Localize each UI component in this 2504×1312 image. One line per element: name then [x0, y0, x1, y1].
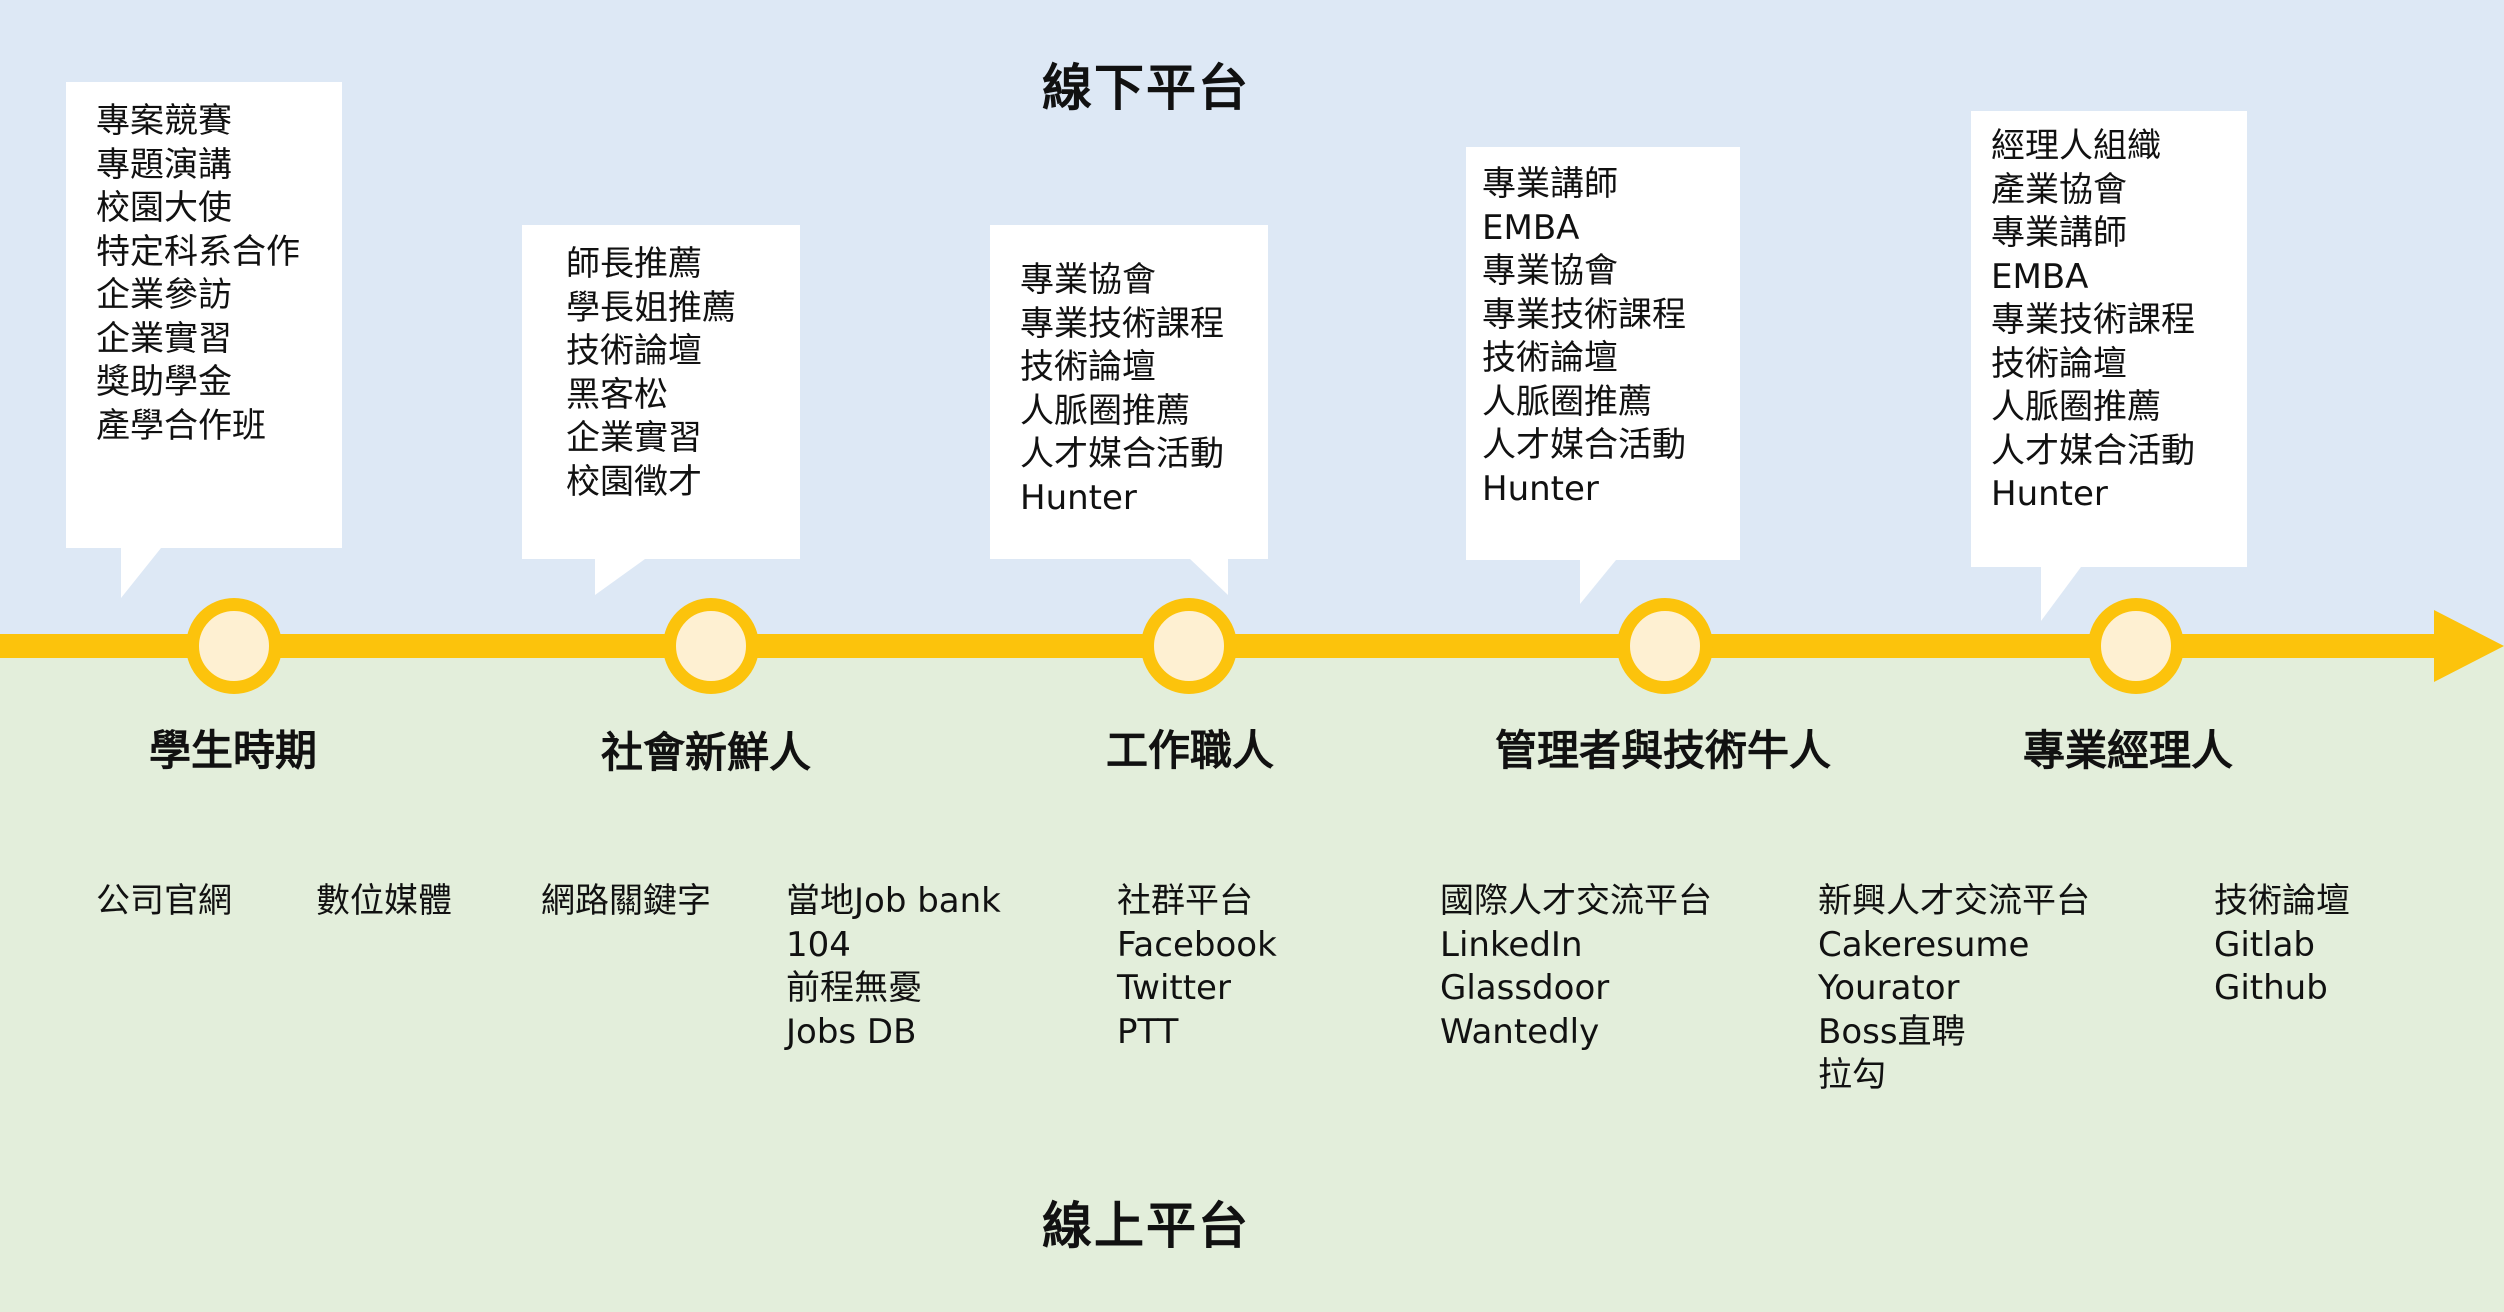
list-item: Hunter	[1020, 477, 1137, 518]
list-item: Boss直聘	[1818, 1011, 1966, 1052]
list-item: 黑客松	[566, 374, 668, 415]
offline-bubble-student: 專案競賽專題演講校園大使特定科系合作企業參訪企業實習獎助學金產學合作班	[66, 82, 342, 598]
bubble-tail	[1190, 559, 1228, 595]
list-item: 校園大使	[96, 188, 232, 228]
list-item: 社群平台	[1117, 881, 1253, 921]
bubble-tail	[595, 559, 645, 595]
list-item: 網路關鍵字	[541, 881, 711, 921]
list-item: 104	[786, 924, 851, 965]
list-item: 獎助學金	[96, 362, 232, 402]
stage-node-executive	[2088, 598, 2184, 694]
list-item: Yourator	[1818, 968, 1960, 1008]
list-item: Wantedly	[1440, 1011, 1600, 1052]
list-item: Twitter	[1117, 968, 1231, 1008]
list-item: Cakeresume	[1818, 924, 2030, 965]
list-item: 人脈圈推薦	[1482, 381, 1652, 422]
list-item: EMBA	[1482, 207, 1580, 248]
list-item: 當地Job bank	[786, 881, 1001, 921]
list-item: 校園徵才	[566, 461, 702, 502]
list-item: 新興人才交流平台	[1818, 881, 2090, 921]
list-item: 企業參訪	[96, 275, 232, 315]
list-item: 專案競賽	[96, 101, 232, 141]
list-item: 數位媒體	[316, 881, 452, 921]
list-item: 專業講師	[1991, 213, 2127, 253]
stage-node-professional	[1141, 598, 1237, 694]
bubble-tail	[1580, 560, 1616, 604]
list-item: 企業實習	[96, 318, 232, 359]
stage-label: 社會新鮮人	[600, 728, 811, 777]
list-item: 特定科系合作	[96, 231, 300, 272]
list-item: 專業協會	[1020, 260, 1156, 300]
bubble-tail	[121, 548, 161, 598]
offline-channel-list: 師長推薦學長姐推薦技術論壇黑客松企業實習校園徵才	[552, 243, 770, 504]
list-item: 技術論壇	[2214, 881, 2350, 921]
list-item: Glassdoor	[1440, 968, 1610, 1008]
list-item: 人脈圈推薦	[1020, 390, 1190, 431]
stage-node-new-graduate	[663, 598, 759, 694]
stage-label: 學生時期	[148, 726, 317, 775]
list-item: EMBA	[1991, 256, 2089, 297]
list-item: 學長姐推薦	[566, 287, 736, 328]
list-item: 前程無憂	[786, 968, 922, 1008]
list-item: 技術論壇	[1020, 347, 1156, 387]
list-item: 產業協會	[1991, 169, 2127, 210]
list-item: 公司官網	[96, 881, 232, 921]
timeline-arrow-head	[2434, 610, 2504, 682]
list-item: 人脈圈推薦	[1991, 387, 2161, 427]
stage-label: 專業經理人	[2022, 726, 2233, 775]
list-item: Facebook	[1117, 924, 1277, 965]
stage-node-manager	[1617, 598, 1713, 694]
online-platform-group: 網路關鍵字	[541, 880, 711, 924]
list-item: 技術論壇	[1482, 338, 1618, 378]
list-item: 專業技術課程	[1991, 300, 2195, 340]
list-item: 人才媒合活動	[1482, 425, 1686, 465]
list-item: 企業實習	[566, 418, 702, 458]
list-item: 專題演講	[96, 144, 232, 185]
list-item: 專業講師	[1482, 164, 1618, 204]
online-platform-group: 數位媒體	[316, 880, 452, 924]
list-item: Hunter	[1482, 468, 1599, 509]
stage-label: 工作職人	[1105, 726, 1274, 775]
list-item: 人才媒合活動	[1991, 430, 2195, 471]
list-item: 國際人才交流平台	[1440, 881, 1712, 921]
online-platform-group: 公司官網	[96, 880, 232, 924]
list-item: Github	[2214, 968, 2328, 1008]
offline-title: 線下平台	[1042, 59, 1250, 117]
list-item: 技術論壇	[566, 331, 702, 371]
list-item: 經理人組織	[1991, 126, 2161, 166]
list-item: 拉勾	[1818, 1055, 1886, 1095]
bubble-tail	[2041, 567, 2081, 621]
list-item: 技術論壇	[1991, 343, 2127, 384]
online-background	[0, 645, 2504, 1312]
list-item: PTT	[1117, 1011, 1179, 1052]
offline-channel-list: 專案競賽專題演講校園大使特定科系合作企業參訪企業實習獎助學金產學合作班	[96, 100, 312, 448]
list-item: 專業協會	[1482, 251, 1618, 291]
list-item: 人才媒合活動	[1020, 434, 1224, 474]
list-item: Jobs DB	[786, 1011, 917, 1052]
list-item: 師長推薦	[566, 244, 702, 284]
list-item: 專業技術課程	[1020, 303, 1224, 344]
stage-node-student	[186, 598, 282, 694]
list-item: 產學合作班	[96, 405, 266, 446]
list-item: Gitlab	[2214, 924, 2315, 965]
list-item: LinkedIn	[1440, 924, 1583, 965]
stage-label: 管理者與技術牛人	[1494, 726, 1831, 775]
list-item: Hunter	[1991, 474, 2108, 514]
offline-bubble-new-graduate: 師長推薦學長姐推薦技術論壇黑客松企業實習校園徵才	[522, 225, 800, 595]
list-item: 專業技術課程	[1482, 294, 1686, 335]
online-title: 線上平台	[1042, 1197, 1250, 1255]
